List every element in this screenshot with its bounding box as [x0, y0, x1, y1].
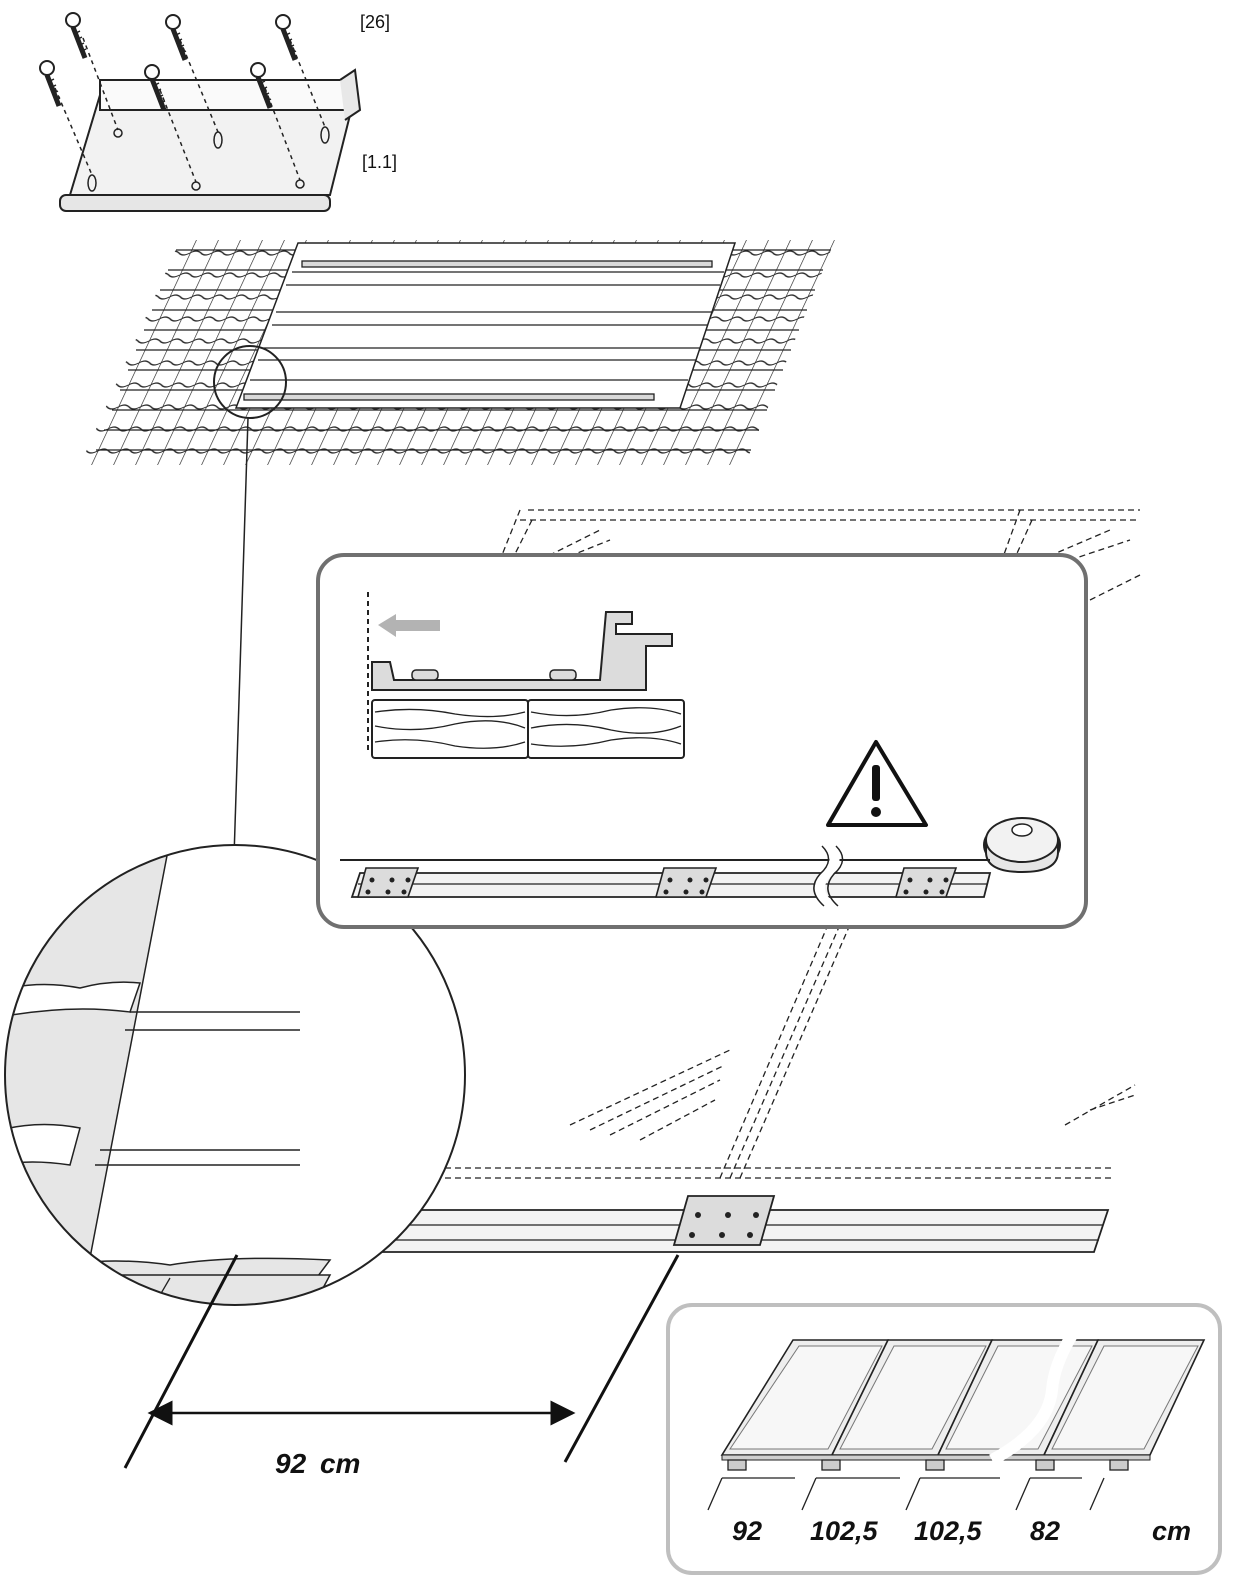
- module-clamp: [672, 1195, 776, 1246]
- screw-icon: [144, 64, 167, 111]
- mounting-rail: [243, 393, 655, 401]
- svg-text:92 cm: 92 cm: [275, 1448, 360, 1479]
- bracket-reference-label: [1.1]: [362, 152, 397, 172]
- mounting-rail: [301, 260, 713, 268]
- push-arrow-icon: [378, 614, 440, 637]
- screw-icon: [275, 14, 298, 61]
- module-clamp: [894, 867, 958, 898]
- dimension-main-unit: cm: [320, 1448, 360, 1479]
- spacing-value-3: 102,5: [914, 1516, 983, 1546]
- inset-panel-spacing: 92 102,5 102,5 82 cm: [666, 1303, 1222, 1575]
- module-clamp: [356, 867, 420, 898]
- spacing-clamp: [1109, 1459, 1129, 1471]
- warning-triangle-icon: [826, 740, 928, 827]
- inset-rail-profile: [316, 553, 1088, 929]
- cable-reel-icon: [983, 817, 1061, 874]
- dimension-main-value: 92: [275, 1448, 307, 1479]
- screw-reference-label: [26]: [360, 12, 390, 32]
- screw-icon: [250, 62, 273, 109]
- detail-callout-circle: [213, 345, 287, 419]
- spacing-value-4: 82: [1030, 1516, 1060, 1546]
- spacing-clamp: [727, 1459, 747, 1471]
- spacing-unit: cm: [1152, 1516, 1191, 1546]
- spacing-value-1: 92: [732, 1516, 762, 1546]
- dimension-main: 92 cm: [123, 1254, 680, 1479]
- screw-icon: [65, 12, 88, 59]
- screw-icon: [39, 60, 62, 107]
- spacing-clamp: [821, 1459, 841, 1471]
- spacing-clamp: [925, 1459, 945, 1471]
- wooden-batten: [371, 699, 685, 759]
- tiled-roof: [80, 240, 835, 921]
- screw-icon: [165, 14, 188, 61]
- solar-panel-row: [720, 1331, 1206, 1466]
- bracket-with-screws: [26] [1.1]: [39, 12, 397, 212]
- spacing-clamp: [1035, 1459, 1055, 1471]
- spacing-value-2: 102,5: [810, 1516, 879, 1546]
- module-clamp: [654, 867, 718, 898]
